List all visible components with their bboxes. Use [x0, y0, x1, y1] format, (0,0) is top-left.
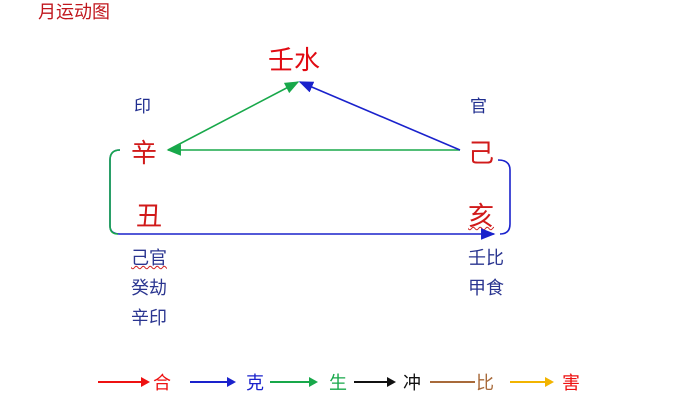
bracket-right: [497, 159, 511, 235]
node-left-branch: 丑: [136, 202, 163, 232]
legend-label-ke: 克: [246, 373, 264, 394]
left-hidden-3: 辛印: [131, 308, 167, 329]
right-hidden-2: 甲食: [468, 278, 504, 299]
legend-item-chong: 冲: [354, 373, 421, 394]
legend-label-chong: 冲: [403, 373, 421, 394]
legend-item-bi: 比: [430, 373, 494, 394]
right-ten-god-label: 官: [470, 97, 487, 117]
node-center-renshui: 壬水: [268, 46, 321, 76]
node-right-branch: 亥: [468, 202, 495, 232]
legend-label-sheng: 生: [329, 373, 347, 394]
left-hidden-2: 癸劫: [131, 278, 167, 299]
legend-item-he: 合: [98, 373, 171, 394]
legend-label-he: 合: [153, 373, 171, 394]
legend-item-sheng: 生: [270, 373, 347, 394]
legend-label-bi: 比: [476, 373, 494, 394]
diagram-title: 月运动图: [38, 2, 110, 23]
arrow-ji-to-renshui: [298, 81, 461, 151]
arrow-chou-to-hai: [109, 149, 496, 240]
left-hidden-1: 己官: [131, 248, 167, 269]
node-left-stem: 辛: [131, 139, 158, 169]
right-hidden-1: 壬比: [468, 248, 504, 269]
left-ten-god-label: 印: [134, 97, 151, 117]
right-hidden-stems: 壬比 甲食: [468, 244, 504, 304]
node-right-stem: 己: [468, 139, 495, 169]
arrow-xin-to-renshui: [167, 81, 300, 151]
legend-item-hai: 害: [510, 373, 580, 394]
left-hidden-stems: 己官 癸劫 辛印: [131, 244, 167, 334]
legend-label-hai: 害: [562, 373, 580, 394]
bracket-left-green: [109, 149, 121, 235]
legend-item-ke: 克: [190, 373, 264, 394]
legend: 合 克 生 冲 比 害: [98, 373, 580, 394]
